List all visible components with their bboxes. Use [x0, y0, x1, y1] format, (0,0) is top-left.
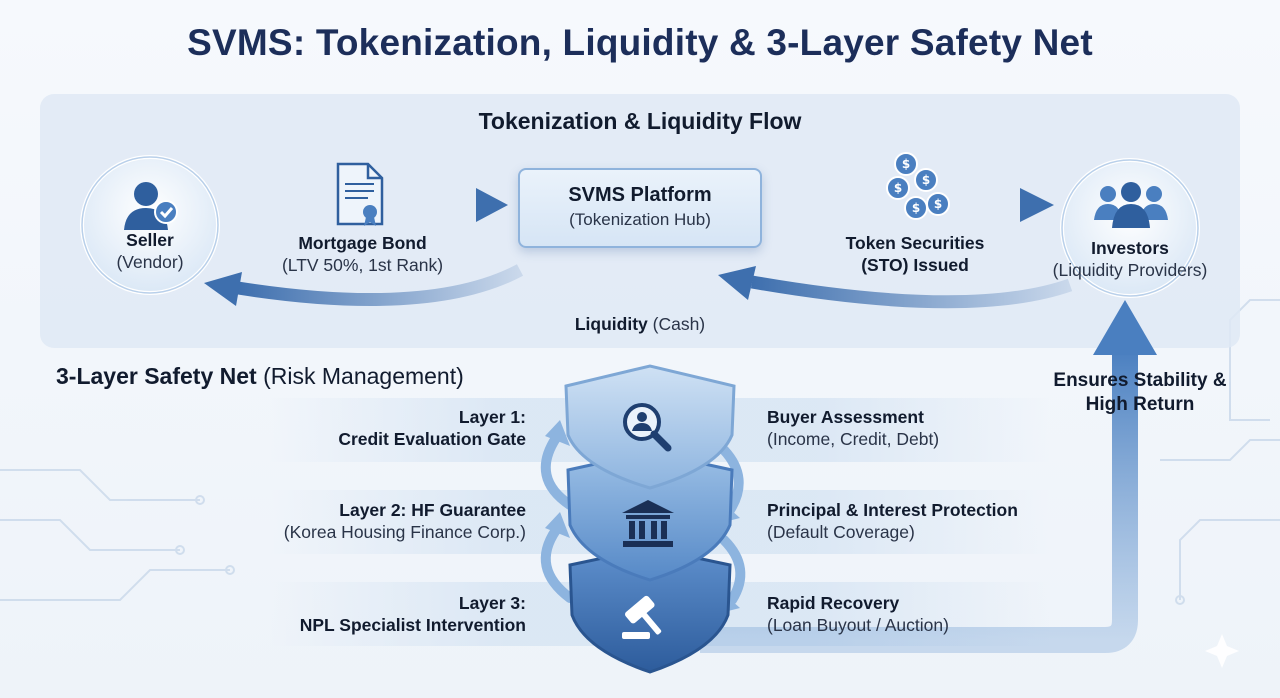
hub-name: SVMS Platform [568, 184, 712, 206]
bond-name: Mortgage Bond [298, 233, 427, 253]
svg-text:$: $ [902, 157, 910, 171]
seller-check-icon [124, 182, 178, 230]
investors-sub: (Liquidity Providers) [1052, 260, 1208, 280]
layer-3-right: Rapid Recovery (Loan Buyout / Auction) [767, 592, 1067, 636]
safety-title-bold: 3-Layer Safety Net [56, 363, 257, 389]
ensures-line2: High Return [1085, 394, 1195, 415]
layer-1-name: Layer 1: [458, 407, 526, 427]
layer-3-name: Layer 3: [458, 593, 526, 613]
layer-2-name: Layer 2: HF Guarantee [339, 500, 526, 520]
layer-1-right: Buyer Assessment (Income, Credit, Debt) [767, 406, 1067, 450]
magnifier-person-icon [623, 403, 672, 452]
tokens-label: Token Securities (STO) Issued [820, 232, 1010, 276]
safety-net-title: 3-Layer Safety Net (Risk Management) [56, 363, 464, 390]
svg-text:$: $ [922, 173, 930, 187]
flow-title: Tokenization & Liquidity Flow [478, 108, 802, 134]
tokens-line2: (STO) Issued [861, 255, 969, 275]
layer-2-left: Layer 2: HF Guarantee (Korea Housing Fin… [226, 499, 526, 543]
tokens-line1: Token Securities [845, 233, 985, 253]
layer-1-benefit: Buyer Assessment [767, 407, 924, 427]
safety-title-rest: (Risk Management) [263, 363, 464, 389]
layer-2-right: Principal & Interest Protection (Default… [767, 499, 1067, 543]
ensures-label: Ensures Stability & High Return [1020, 369, 1260, 417]
hub-sub: (Tokenization Hub) [569, 210, 711, 229]
bank-icon [622, 500, 674, 547]
liquidity-name: Liquidity [574, 314, 648, 334]
ensures-line1: Ensures Stability & [1053, 370, 1227, 391]
layer-3-left: Layer 3: NPL Specialist Intervention [226, 592, 526, 636]
svg-text:$: $ [912, 201, 920, 215]
coins-icon: $$$ $$ [886, 152, 950, 220]
layer-1-desc: Credit Evaluation Gate [338, 429, 526, 449]
layer-1-left: Layer 1: Credit Evaluation Gate [260, 406, 526, 450]
layer-2-desc: (Korea Housing Finance Corp.) [283, 522, 526, 542]
bond-label: Mortgage Bond (LTV 50%, 1st Rank) [250, 232, 475, 276]
liquidity-sub: (Cash) [652, 314, 706, 334]
page-title: SVMS: Tokenization, Liquidity & 3-Layer … [187, 22, 1093, 63]
layer-1-detail: (Income, Credit, Debt) [767, 429, 940, 449]
gavel-icon [622, 595, 662, 639]
svms-platform-box: SVMS Platform (Tokenization Hub) [518, 168, 762, 248]
svg-text:$: $ [934, 197, 942, 211]
layer-2-detail: (Default Coverage) [767, 522, 915, 542]
svg-text:$: $ [894, 181, 902, 195]
layer-3-detail: (Loan Buyout / Auction) [767, 615, 949, 635]
document-icon [336, 162, 384, 226]
seller-name: Seller [126, 230, 174, 250]
liquidity-label: Liquidity (Cash) [540, 313, 740, 335]
seller-sub: (Vendor) [116, 252, 184, 272]
investors-node: Investors (Liquidity Providers) [1030, 237, 1230, 281]
layer-3-desc: NPL Specialist Intervention [299, 615, 526, 635]
people-group-icon [1094, 182, 1168, 228]
layer-3-benefit: Rapid Recovery [767, 593, 900, 613]
investors-name: Investors [1091, 238, 1169, 258]
seller-node: Seller (Vendor) [90, 229, 210, 273]
bond-sub: (LTV 50%, 1st Rank) [281, 255, 444, 275]
layer-2-benefit: Principal & Interest Protection [767, 500, 1018, 520]
